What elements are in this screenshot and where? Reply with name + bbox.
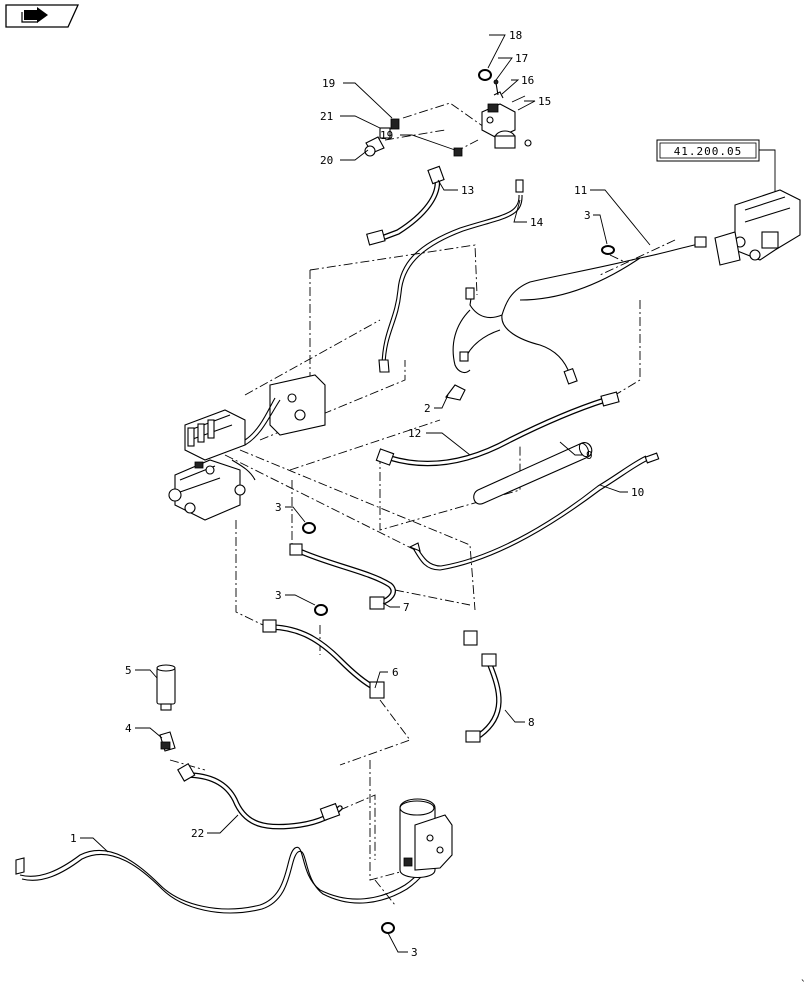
elbow-20[interactable]: [364, 136, 385, 157]
o-ring-3-mid[interactable]: [302, 522, 316, 534]
tube-9[interactable]: [473, 441, 593, 505]
corner-mark: `: [800, 978, 807, 991]
callout-15[interactable]: 15: [538, 95, 551, 108]
o-ring-3-bottom[interactable]: [381, 922, 395, 934]
callout-7[interactable]: 7: [403, 601, 410, 614]
assembly-centerlines: [169, 102, 676, 906]
callout-8[interactable]: 8: [528, 716, 535, 729]
callout-17[interactable]: 17: [515, 52, 528, 65]
callout-10[interactable]: 10: [631, 486, 644, 499]
callout-19-lower[interactable]: 19: [380, 129, 393, 142]
callout-3-top[interactable]: 3: [584, 209, 591, 222]
callout-18[interactable]: 18: [509, 29, 522, 42]
callout-22[interactable]: 22: [191, 827, 204, 840]
o-ring-3-top[interactable]: [601, 245, 615, 255]
callout-19-upper[interactable]: 19: [322, 77, 335, 90]
callout-1[interactable]: 1: [70, 832, 77, 845]
fitting-19-lower[interactable]: [453, 147, 463, 157]
reference-box[interactable]: 41.200.05: [656, 139, 776, 192]
line-1[interactable]: [15, 844, 442, 914]
fitting-19-upper[interactable]: [390, 118, 400, 130]
book-arrow-icon[interactable]: [5, 4, 80, 28]
hose-12[interactable]: [375, 391, 620, 467]
hose-6[interactable]: [262, 619, 385, 699]
hose-22[interactable]: [177, 763, 343, 830]
hose-14[interactable]: [378, 179, 524, 373]
clip-2[interactable]: [445, 384, 466, 401]
callout-6[interactable]: 6: [392, 666, 399, 679]
hose-7[interactable]: [289, 543, 396, 610]
part-5[interactable]: [156, 664, 176, 711]
part-16[interactable]: [493, 91, 504, 99]
o-ring-3-lower[interactable]: [314, 604, 328, 616]
callout-3-mid[interactable]: 3: [275, 501, 282, 514]
fitting-4[interactable]: [159, 731, 176, 752]
callout-3-lower[interactable]: 3: [275, 589, 282, 602]
callout-13[interactable]: 13: [461, 184, 474, 197]
hose-13[interactable]: [366, 165, 445, 246]
line-10[interactable]: [408, 452, 660, 571]
hose-8[interactable]: [463, 630, 502, 743]
leader-lines: [80, 34, 651, 953]
callout-12[interactable]: 12: [408, 427, 421, 440]
valve-15[interactable]: [481, 95, 532, 149]
callout-3-bottom[interactable]: 3: [411, 946, 418, 959]
reference-label: 41.200.05: [674, 145, 743, 158]
callout-11[interactable]: 11: [574, 184, 587, 197]
fitting-21[interactable]: [379, 127, 391, 139]
block-41-200-05[interactable]: [714, 189, 801, 266]
central-valve-assembly[interactable]: [168, 374, 326, 521]
callout-numbers: 18 17 16 15 19 21 20 19 13 14 11 3 2 12 …: [70, 29, 644, 959]
callout-14[interactable]: 14: [530, 216, 544, 229]
harness-11[interactable]: [452, 236, 707, 385]
callout-20[interactable]: 20: [320, 154, 333, 167]
seal-18[interactable]: [478, 69, 492, 81]
callout-2[interactable]: 2: [424, 402, 431, 415]
callout-9[interactable]: 9: [586, 449, 593, 462]
callout-21[interactable]: 21: [320, 110, 333, 123]
callout-16[interactable]: 16: [521, 74, 534, 87]
callout-5[interactable]: 5: [125, 664, 132, 677]
callout-4[interactable]: 4: [125, 722, 132, 735]
filter-canister[interactable]: [399, 798, 453, 879]
